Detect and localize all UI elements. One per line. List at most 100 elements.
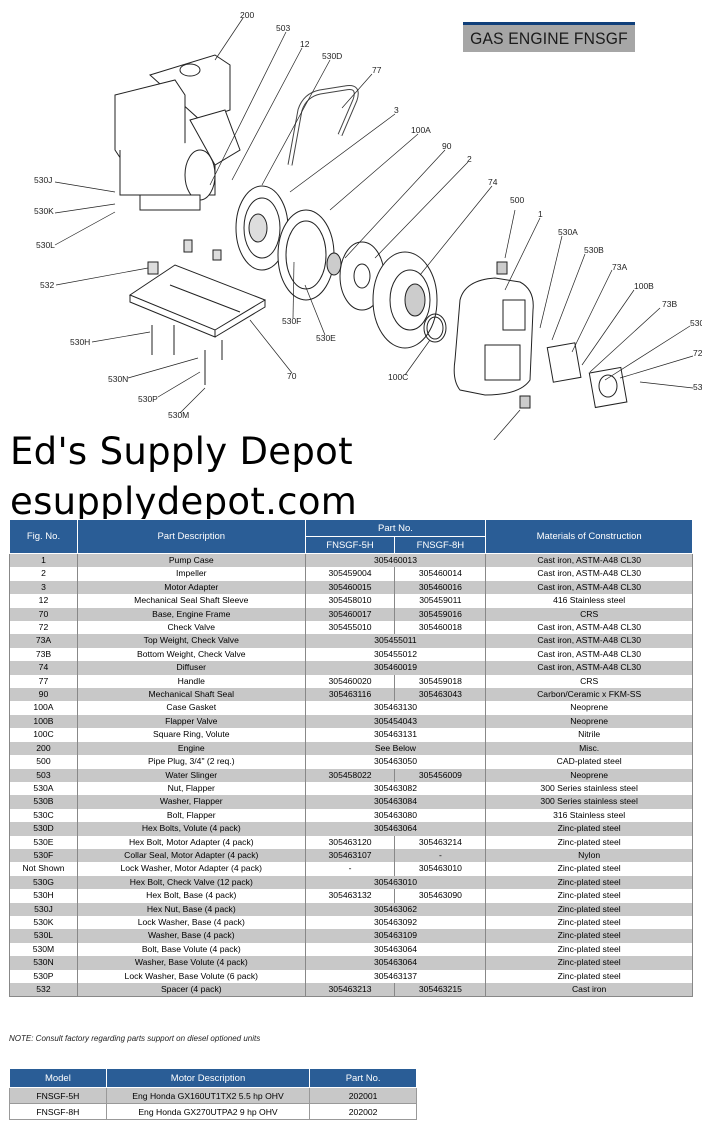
materials-cell: Nitrile — [485, 728, 693, 742]
part-no-cell: 305463064 — [304, 956, 487, 970]
fig-no-cell: 530C — [9, 808, 78, 823]
materials-cell: Zinc-plated steel — [485, 862, 693, 876]
part-no-cell: 305463064 — [304, 942, 487, 957]
part-description-cell: Hex Bolt, Base (4 pack) — [76, 889, 306, 903]
part-no-5h-cell: 305460017 — [304, 607, 396, 622]
callout-label: 90 — [442, 141, 452, 151]
materials-cell: Zinc-plated steel — [485, 902, 693, 916]
callout-label: 500 — [510, 195, 524, 205]
part-description-cell: Nut, Flapper — [76, 781, 306, 796]
company-name: Ed's Supply Depot — [10, 430, 353, 473]
part-no-8h-cell: 305460016 — [394, 580, 487, 595]
fig-no-cell: 530P — [9, 969, 78, 983]
materials-cell: Cast iron, ASTM-A48 CL30 — [485, 553, 693, 568]
motor-description-cell: Eng Honda GX270UTPA2 9 hp OHV — [105, 1103, 311, 1120]
part-description-cell: Mechanical Seal Shaft Sleeve — [76, 594, 306, 608]
part-description-cell: Top Weight, Check Valve — [76, 634, 306, 648]
part-description-cell: Pipe Plug, 3/4" (2 req.) — [76, 755, 306, 769]
materials-cell: Carbon/Ceramic x FKM-SS — [485, 688, 693, 702]
materials-cell: Cast iron — [485, 983, 693, 998]
part-no-8h-cell: 305463215 — [394, 983, 487, 998]
engine-drawing — [114, 54, 241, 211]
callout-labels: 200 503 12 530D 77 3 100A 90 2 74 500 1 … — [34, 10, 702, 455]
header-materials: Materials of Construction — [485, 519, 693, 554]
fig-no-cell: 90 — [9, 688, 78, 702]
part-no-cell: 305454043 — [304, 714, 487, 729]
callout-label: 70 — [287, 371, 297, 381]
fig-no-cell: 73B — [9, 647, 78, 662]
fig-no-cell: 3 — [9, 580, 78, 595]
fig-no-cell: 530G — [9, 875, 78, 890]
part-no-8h-cell: 305460014 — [394, 567, 487, 581]
part-no-cell: 305463080 — [304, 808, 487, 823]
part-description-cell: Bolt, Base Volute (4 pack) — [76, 942, 306, 957]
part-description-cell: Diffuser — [76, 661, 306, 675]
header-fnsgf-8h: FNSGF-8H — [394, 536, 487, 554]
callout-label: 530J — [34, 175, 52, 185]
fig-no-cell: 503 — [9, 768, 78, 782]
model-cell: FNSGF-5H — [9, 1087, 107, 1104]
fig-no-cell: 100C — [9, 728, 78, 742]
part-no-cell: 305463131 — [304, 728, 487, 742]
part-no-8h-cell: 305459018 — [394, 674, 487, 689]
page-title-text: GAS ENGINE FNSGF — [470, 29, 628, 48]
fig-no-cell: 1 — [9, 553, 78, 568]
fig-no-cell: 100A — [9, 701, 78, 715]
callout-label: 530D — [322, 51, 342, 61]
part-description-cell: Washer, Base (4 pack) — [76, 929, 306, 943]
part-description-cell: Hex Bolts, Volute (4 pack) — [76, 822, 306, 836]
materials-cell: 300 Series stainless steel — [485, 781, 693, 796]
fig-no-cell: 530F — [9, 848, 78, 863]
callout-label: 530M — [168, 410, 189, 420]
callout-label: 530 — [690, 318, 702, 328]
part-no-cell: 305463084 — [304, 795, 487, 809]
part-description-cell: Lock Washer, Base (4 pack) — [76, 915, 306, 930]
part-no-cell: 305463064 — [304, 822, 487, 836]
part-description-cell: Case Gasket — [76, 701, 306, 715]
fig-no-cell: 12 — [9, 594, 78, 608]
materials-cell: CRS — [485, 674, 693, 689]
part-description-cell: Hex Nut, Base (4 pack) — [76, 902, 306, 916]
callout-label: 12 — [300, 39, 310, 49]
motor-table: Model Motor Description Part No. FNSGF-5… — [9, 1068, 417, 1120]
callout-label: 100B — [634, 281, 654, 291]
header-motor-description: Motor Description — [105, 1068, 311, 1088]
materials-cell: Cast iron, ASTM-A48 CL30 — [485, 661, 693, 675]
materials-cell: Cast iron, ASTM-A48 CL30 — [485, 580, 693, 595]
table-row: FNSGF-5H Eng Honda GX160UT1TX2 5.5 hp OH… — [9, 1087, 417, 1104]
part-description-cell: Bolt, Flapper — [76, 808, 306, 823]
fig-no-cell: 100B — [9, 714, 78, 729]
part-no-8h-cell: 305456009 — [394, 768, 487, 782]
materials-cell: Zinc-plated steel — [485, 835, 693, 849]
part-no-cell: 305463062 — [304, 902, 487, 916]
model-cell: FNSGF-8H — [9, 1103, 107, 1120]
fig-no-cell: 530E — [9, 835, 78, 849]
fig-no-cell: 530N — [9, 956, 78, 970]
part-description-cell: Collar Seal, Motor Adapter (4 pack) — [76, 848, 306, 863]
materials-cell: Zinc-plated steel — [485, 929, 693, 943]
part-no-cell: 305463092 — [304, 915, 487, 930]
fig-no-cell: 530J — [9, 902, 78, 916]
callout-label: 73A — [612, 262, 627, 272]
part-no-5h-cell: 305460020 — [304, 674, 396, 689]
part-no-8h-cell: 305459011 — [394, 594, 487, 608]
fig-no-cell: 532 — [9, 983, 78, 998]
part-no-5h-cell: 305458010 — [304, 594, 396, 608]
part-description-cell: Hex Bolt, Motor Adapter (4 pack) — [76, 835, 306, 849]
fig-no-cell: 72 — [9, 621, 78, 635]
callout-label: 530H — [70, 337, 90, 347]
